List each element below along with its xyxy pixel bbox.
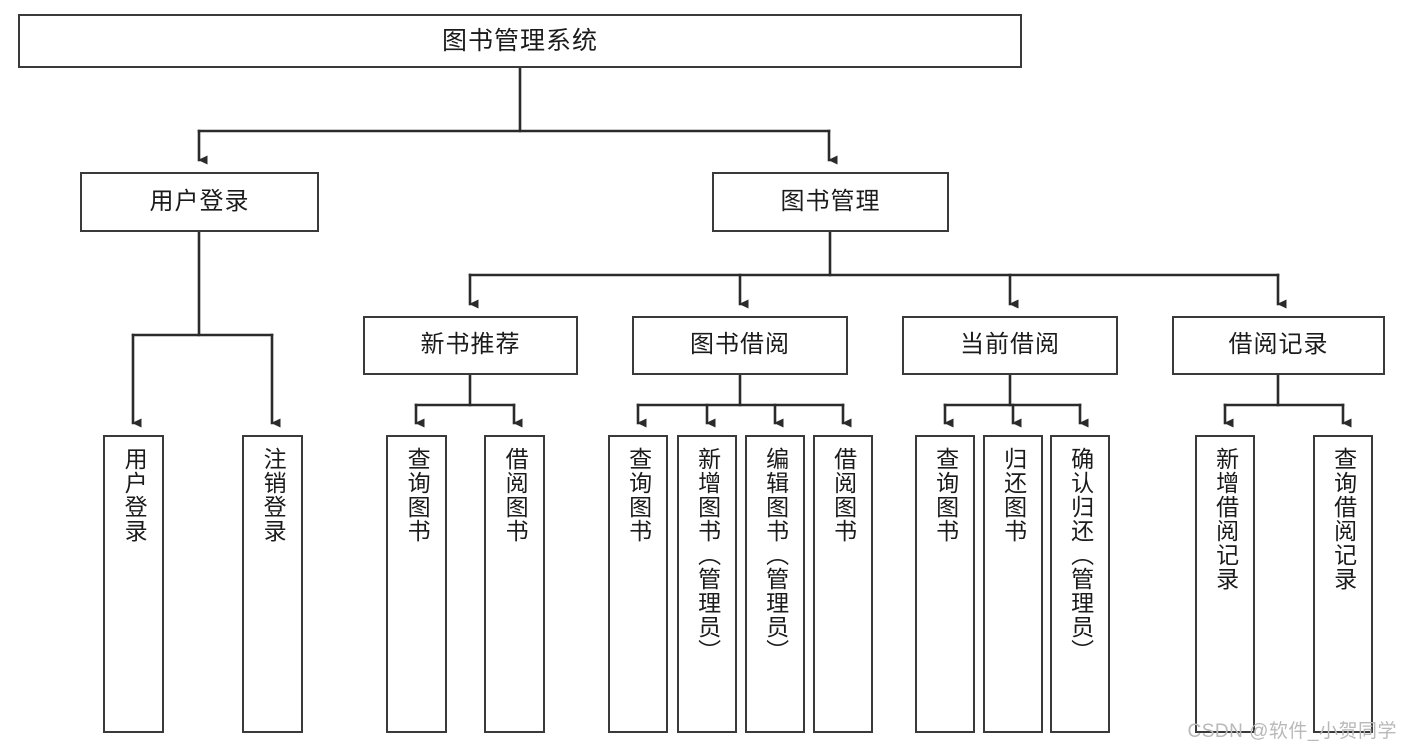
node-book-borrow[interactable]: 图书借阅 [632,316,848,375]
node-leaf-confirm-return-label: 确认归还（管理员） [1067,447,1094,663]
node-current-borrow-label: 当前借阅 [960,331,1060,359]
node-book-manage-label: 图书管理 [780,187,881,215]
node-leaf-add-book[interactable]: 新增图书（管理员） [677,435,737,733]
node-leaf-add-book-label: 新增图书（管理员） [694,447,721,663]
node-leaf-borrow-book-2-label: 借阅图书 [830,447,857,543]
node-leaf-query-record-label: 查询借阅记录 [1330,447,1357,591]
node-root-label: 图书管理系统 [441,27,598,55]
node-root[interactable]: 图书管理系统 [18,14,1022,68]
node-book-manage[interactable]: 图书管理 [712,172,949,232]
node-leaf-return-book-label: 归还图书 [1000,447,1027,543]
node-leaf-borrow-book-1-label: 借阅图书 [502,447,529,543]
node-leaf-query-book-3[interactable]: 查询图书 [915,435,975,733]
node-leaf-query-book-1-label: 查询图书 [404,447,431,543]
node-leaf-query-book-3-label: 查询图书 [932,447,959,543]
node-new-book-rec-label: 新书推荐 [420,331,521,359]
node-leaf-borrow-book-1[interactable]: 借阅图书 [484,435,545,733]
node-leaf-borrow-book-2[interactable]: 借阅图书 [813,435,873,733]
node-leaf-query-book-2-label: 查询图书 [625,447,652,543]
node-leaf-user-login-label: 用户登录 [121,447,148,543]
node-new-book-rec[interactable]: 新书推荐 [363,316,578,375]
node-leaf-confirm-return[interactable]: 确认归还（管理员） [1050,435,1110,733]
node-current-borrow[interactable]: 当前借阅 [902,316,1118,375]
node-user-login-label: 用户登录 [149,187,250,215]
node-leaf-user-logout-label: 注销登录 [260,447,287,543]
node-borrow-record[interactable]: 借阅记录 [1172,316,1385,375]
node-leaf-query-book-2[interactable]: 查询图书 [608,435,668,733]
node-leaf-user-login[interactable]: 用户登录 [103,435,164,733]
node-leaf-query-record[interactable]: 查询借阅记录 [1313,435,1373,733]
node-leaf-edit-book[interactable]: 编辑图书（管理员） [745,435,805,733]
node-leaf-return-book[interactable]: 归还图书 [983,435,1043,733]
csdn-watermark: CSDN @软件_小贺同学 [1187,721,1397,742]
node-leaf-edit-book-label: 编辑图书（管理员） [762,447,789,663]
node-leaf-add-record-label: 新增借阅记录 [1212,447,1239,591]
node-borrow-record-label: 借阅记录 [1228,331,1329,359]
node-leaf-query-book-1[interactable]: 查询图书 [386,435,447,733]
node-user-login[interactable]: 用户登录 [80,172,319,232]
node-leaf-user-logout[interactable]: 注销登录 [242,435,303,733]
node-book-borrow-label: 图书借阅 [690,331,790,359]
node-leaf-add-record[interactable]: 新增借阅记录 [1195,435,1255,733]
